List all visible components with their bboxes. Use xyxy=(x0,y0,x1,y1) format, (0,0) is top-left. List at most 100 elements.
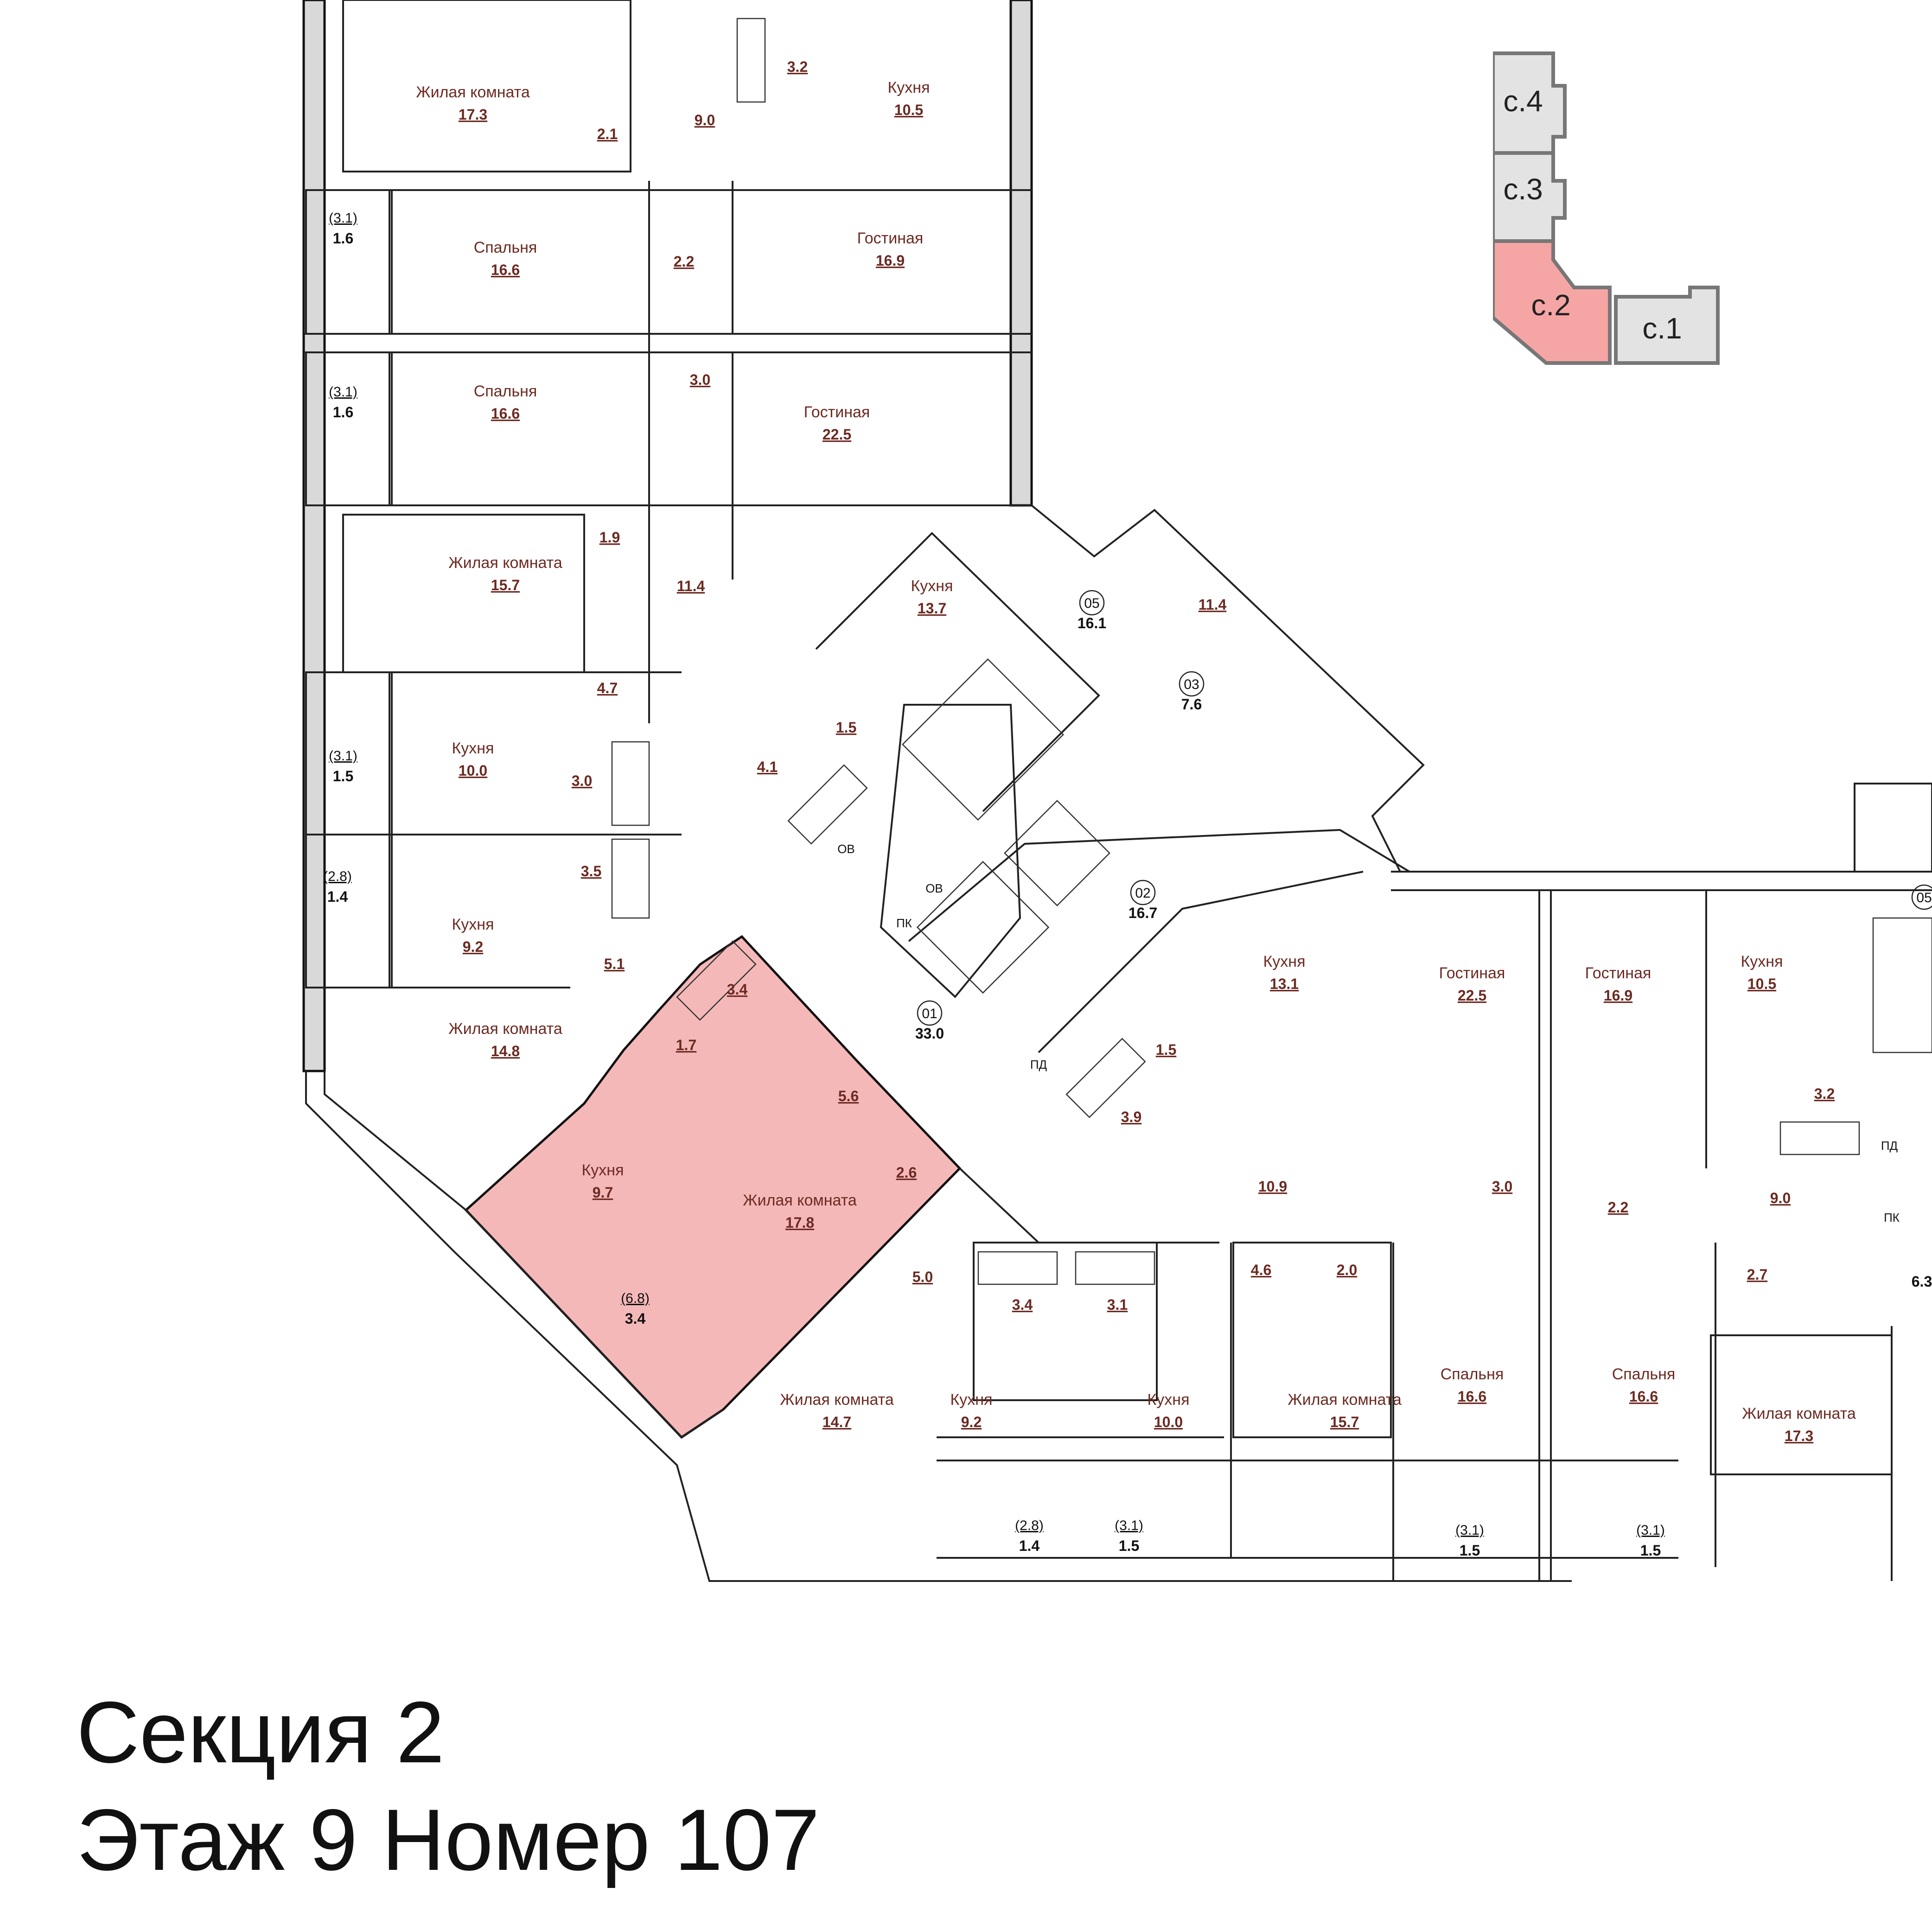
room-area: 11.4 xyxy=(1199,596,1227,613)
room-area: 16.6 xyxy=(491,405,520,422)
room-area: 5.6 xyxy=(838,1088,859,1104)
common-area-code: 02 xyxy=(1135,886,1150,901)
room-name: Кухня xyxy=(911,577,953,595)
room-area: 10.0 xyxy=(1154,1414,1183,1430)
room-area: 17.3 xyxy=(1785,1428,1813,1444)
room-name: Гостиная xyxy=(857,230,924,247)
balcony-area: 1.5 xyxy=(1460,1542,1480,1559)
balcony-gross-area: (3.1) xyxy=(1115,1518,1143,1533)
room-area: 17.3 xyxy=(459,106,487,123)
section-label: Секция 2 xyxy=(77,1683,445,1781)
balcony-gross-area: (3.1) xyxy=(1636,1523,1665,1538)
room-area: 11.4 xyxy=(677,578,705,594)
common-area-code: 03 xyxy=(1184,677,1199,692)
room-name: Спальня xyxy=(1441,1365,1504,1383)
room-area: 2.0 xyxy=(1337,1262,1357,1278)
common-area-code-circle xyxy=(1130,880,1156,905)
shaft-marker: ПК xyxy=(1884,1211,1900,1224)
room-name: Жилая комната xyxy=(416,83,530,101)
room-area: 2.6 xyxy=(896,1164,917,1181)
room-area: 9.2 xyxy=(463,938,483,955)
room-area: 3.9 xyxy=(1121,1109,1141,1125)
room-area: 3.0 xyxy=(1492,1178,1512,1195)
caption: Секция 2 Этаж 9 Номер 107 xyxy=(77,1678,820,1894)
room-name: Кухня xyxy=(1148,1391,1190,1409)
room-name: Жилая комната xyxy=(1288,1391,1402,1409)
room-area: 2.2 xyxy=(674,253,694,270)
key-map-section-label: с.4 xyxy=(1503,84,1543,118)
room-area: 1.5 xyxy=(1156,1041,1176,1058)
room-area: 16.9 xyxy=(876,252,905,269)
room-area: 22.5 xyxy=(823,426,851,443)
room-area: 1.5 xyxy=(836,719,856,736)
room-area: 16.9 xyxy=(1604,987,1632,1004)
room-area: 10.5 xyxy=(1747,976,1776,992)
room-area: 3.4 xyxy=(1012,1296,1033,1313)
balcony-area: 1.5 xyxy=(1640,1542,1661,1559)
balcony-gross-area: (3.1) xyxy=(329,748,357,764)
room-area: 1.7 xyxy=(676,1037,696,1053)
room-area: 10.9 xyxy=(1258,1178,1287,1195)
common-area-code-circle xyxy=(1911,884,1932,910)
floor-and-number: Этаж 9 Номер 107 xyxy=(77,1791,820,1888)
room-area: 3.4 xyxy=(727,981,748,998)
room-name: Гостиная xyxy=(1585,964,1651,982)
shaft-marker: ОВ xyxy=(925,881,943,895)
room-area: 9.2 xyxy=(961,1414,982,1430)
key-map-section-label: с.1 xyxy=(1642,312,1682,345)
room-name: Жилая комната xyxy=(448,1020,562,1038)
room-name: Спальня xyxy=(474,383,537,400)
room-area: 3.2 xyxy=(1814,1085,1835,1102)
section-key-map: с.4с.3с.2с.1 xyxy=(1493,51,1720,365)
balcony-gross-area: (2.8) xyxy=(1015,1518,1044,1533)
shaft-marker: ОВ xyxy=(837,842,855,856)
room-area: 3.0 xyxy=(572,772,592,789)
room-area: 9.0 xyxy=(695,112,715,128)
common-area-value: 33.0 xyxy=(915,1025,944,1042)
key-map-section[interactable] xyxy=(1493,239,1612,365)
room-area: 14.7 xyxy=(823,1414,851,1430)
room-area: 5.0 xyxy=(912,1269,933,1285)
balcony-area: 1.5 xyxy=(333,768,353,784)
common-area-code-circle xyxy=(1179,671,1205,697)
room-area: 3.1 xyxy=(1107,1296,1128,1313)
room-name: Гостиная xyxy=(804,403,870,421)
balcony-area: 1.4 xyxy=(1019,1537,1040,1554)
balcony-area: 1.5 xyxy=(1119,1537,1139,1554)
room-area: 3.2 xyxy=(787,58,808,75)
room-name: Жилая комната xyxy=(780,1391,894,1409)
room-labels: Жилая комната17.32.19.03.2Кухня10.5Спаль… xyxy=(416,58,1856,1444)
common-area-code: 05 xyxy=(1084,596,1099,611)
room-name: Кухня xyxy=(452,740,494,757)
room-area: 14.8 xyxy=(491,1043,520,1059)
room-area: 9.0 xyxy=(1770,1190,1791,1206)
room-name: Кухня xyxy=(888,79,930,96)
room-name: Жилая комната xyxy=(743,1192,857,1209)
common-area-code: 01 xyxy=(922,1006,937,1021)
room-area: 10.0 xyxy=(459,762,487,779)
room-area: 2.1 xyxy=(597,126,618,142)
shaft-marker: ПД xyxy=(1881,1139,1898,1153)
room-area: 3.0 xyxy=(690,371,710,388)
room-area: 4.1 xyxy=(757,759,778,775)
room-name: Кухня xyxy=(452,916,494,933)
room-area: 15.7 xyxy=(1330,1414,1359,1430)
balcony-gross-area: (3.1) xyxy=(329,210,357,226)
room-area: 17.8 xyxy=(785,1214,814,1231)
room-area: 15.7 xyxy=(491,577,520,593)
apartment-107-highlight[interactable] xyxy=(464,935,962,1439)
common-area-value: 16.7 xyxy=(1129,905,1157,921)
balcony-gross-area: (2.8) xyxy=(323,869,352,884)
room-name: Кухня xyxy=(582,1161,624,1179)
room-name: Кухня xyxy=(950,1391,993,1409)
shaft-marker: ПД xyxy=(1030,1058,1047,1071)
room-area: 5.1 xyxy=(604,956,625,972)
balcony-gross-area: (6.8) xyxy=(621,1291,650,1306)
key-map-section[interactable] xyxy=(1614,286,1720,365)
room-area: 1.9 xyxy=(599,529,620,546)
floor-plan: Жилая комната17.32.19.03.2Кухня10.5Спаль… xyxy=(302,0,1932,1582)
room-area: 10.5 xyxy=(894,102,923,118)
room-name: Гостиная xyxy=(1439,964,1505,982)
common-area-code-circle xyxy=(1079,590,1105,616)
